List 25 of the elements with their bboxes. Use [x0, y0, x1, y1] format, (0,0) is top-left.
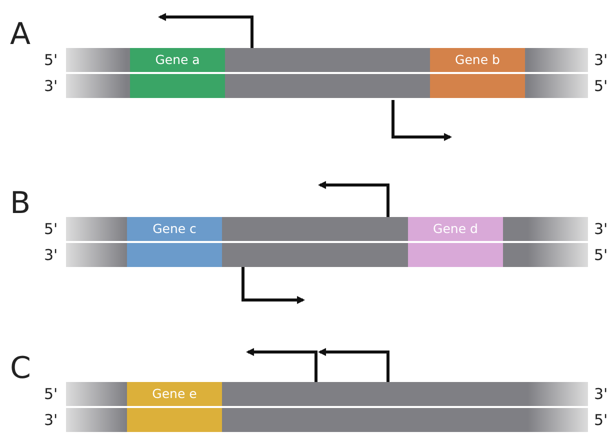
- gene-label: Gene b: [454, 51, 501, 69]
- gene-label: Gene c: [152, 220, 198, 238]
- panel-letter: A: [10, 18, 31, 52]
- gene-region: [127, 382, 222, 432]
- panel-letter: C: [10, 352, 31, 386]
- strand-end-label: 5': [44, 384, 58, 404]
- gene-region: [408, 217, 503, 267]
- gene-region: [130, 48, 225, 98]
- strand-end-label: 5': [594, 410, 608, 430]
- strand-end-label: 5': [594, 76, 608, 96]
- gene-region: [430, 48, 525, 98]
- strand-end-label: 5': [44, 50, 58, 70]
- gene-region: [127, 217, 222, 267]
- strand-end-label: 3': [44, 76, 58, 96]
- strand-end-label: 3': [594, 50, 608, 70]
- panel-letter: B: [10, 187, 31, 221]
- gene-label: Gene a: [154, 51, 201, 69]
- strand-end-label: 3': [594, 384, 608, 404]
- strand-end-label: 3': [44, 410, 58, 430]
- gene-label: Gene e: [151, 385, 198, 403]
- strand-end-label: 5': [44, 219, 58, 239]
- gene-label: Gene d: [432, 220, 479, 238]
- strand-end-label: 5': [594, 245, 608, 265]
- strand-end-label: 3': [44, 245, 58, 265]
- strand-end-label: 3': [594, 219, 608, 239]
